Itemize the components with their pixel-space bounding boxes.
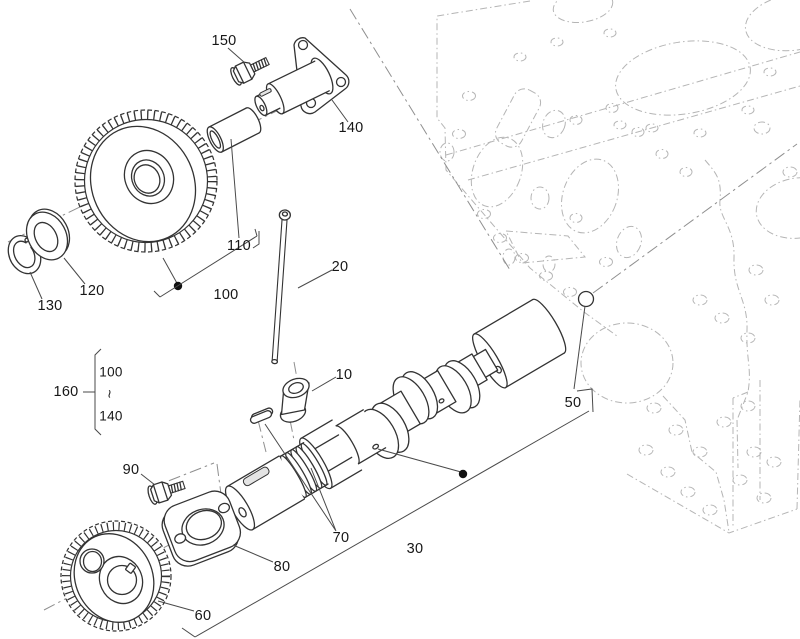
callout-50: 50	[564, 395, 582, 411]
steel-ball	[577, 290, 595, 308]
callout-130: 130	[37, 298, 63, 314]
tappet	[279, 377, 310, 423]
callout-30: 30	[406, 541, 424, 557]
assembly-centerlines	[7, 8, 798, 611]
camshaft-gear	[74, 109, 218, 253]
callout-80: 80	[273, 559, 291, 575]
camshaft	[224, 298, 567, 531]
group-range-tilde: ~	[100, 389, 118, 399]
stopper-bolt	[230, 56, 270, 86]
callout-150: 150	[211, 33, 237, 49]
callout-10: 10	[335, 367, 353, 383]
retainer-plate	[161, 490, 242, 567]
callout-20: 20	[331, 259, 349, 275]
woodruff-key	[249, 407, 274, 424]
callout-110: 110	[226, 238, 252, 254]
push-rod	[271, 209, 292, 365]
plate-bolt	[147, 480, 186, 505]
callout-90: 90	[122, 462, 140, 478]
idle-gear	[60, 520, 172, 632]
bushing	[206, 107, 262, 153]
group-range-start: 100	[99, 364, 123, 380]
callout-60: 60	[194, 608, 212, 624]
group-callout-160: 160	[53, 384, 79, 400]
callout-120: 120	[79, 283, 105, 299]
callout-leaders	[29, 47, 594, 638]
group-range-end: 140	[99, 408, 123, 424]
callout-70: 70	[332, 530, 350, 546]
callout-140: 140	[338, 120, 364, 136]
engine-block-ghost	[436, 0, 800, 534]
thrust-washer	[25, 208, 71, 261]
camshaft-stopper	[254, 37, 350, 117]
callout-100: 100	[213, 287, 239, 303]
